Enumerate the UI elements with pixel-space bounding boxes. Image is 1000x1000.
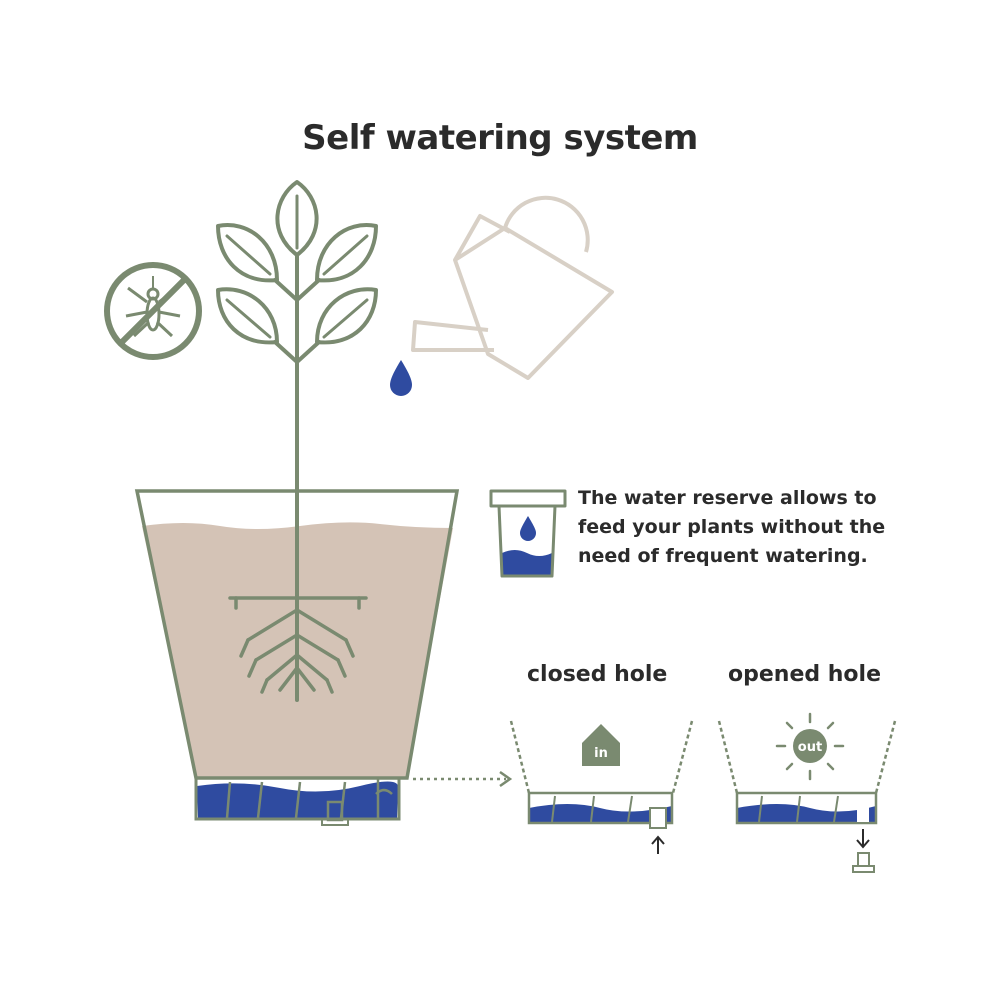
- opened-hole-label: opened hole: [728, 662, 882, 687]
- out-badge: out: [798, 740, 822, 755]
- watering-can-icon: [411, 195, 614, 380]
- in-badge: in: [594, 746, 608, 761]
- plant: [216, 180, 378, 702]
- plug-icon: [852, 852, 875, 873]
- opened-hole-panel: [717, 720, 897, 873]
- arrow-down-icon: [856, 829, 870, 849]
- plant-roots: [228, 596, 368, 694]
- house-icon: in: [582, 724, 620, 766]
- closed-hole-panel: [509, 720, 694, 854]
- water-drop-icon: [390, 360, 412, 396]
- reserve-pot-icon: [489, 489, 567, 578]
- page-title: Self watering system: [302, 118, 698, 158]
- sun-icon: out: [775, 712, 845, 781]
- info-line-2: feed your plants without the: [578, 516, 886, 538]
- no-mosquito-icon: [104, 262, 202, 360]
- closed-hole-label: closed hole: [527, 662, 668, 687]
- info-line-3: need of frequent watering.: [578, 545, 868, 567]
- water-reserve-info: The water reserve allows to feed your pl…: [578, 484, 918, 571]
- arrow-up-icon: [651, 835, 665, 854]
- dotted-arrow: [413, 770, 513, 788]
- info-line-1: The water reserve allows to: [578, 487, 877, 509]
